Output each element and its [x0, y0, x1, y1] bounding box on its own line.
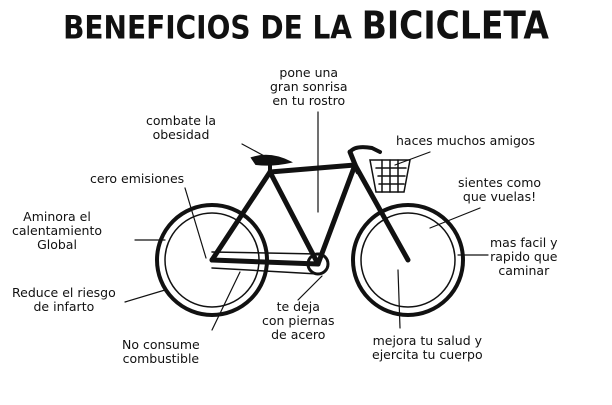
label-health: mejora tu salud y ejercita tu cuerpo	[372, 333, 483, 362]
basket	[369, 159, 411, 193]
label-emissions: cero emisiones	[90, 171, 185, 186]
front-wheel	[351, 203, 465, 317]
label-infarct: Reduce el riesgo de infarto	[12, 285, 116, 314]
title-part2: BICICLETA	[361, 2, 549, 48]
pointer-lines	[124, 111, 489, 331]
label-fly: sientes como que vuelas!	[458, 175, 542, 204]
frame	[209, 149, 411, 267]
handlebar	[348, 145, 382, 154]
label-friends: haces muchos amigos	[396, 133, 536, 148]
title: BENEFICIOS DE LA BICICLETA	[0, 5, 612, 49]
label-legs: te deja con piernas de acero	[262, 299, 335, 342]
label-obesity: combate la obesidad	[146, 113, 216, 142]
label-easier: mas facil y rapido que caminar	[490, 235, 558, 278]
chainring	[211, 251, 330, 276]
title-part1: BENEFICIOS DE LA	[63, 8, 362, 47]
label-fuel: No consume combustible	[122, 337, 200, 366]
label-warming: Aminora el calentamiento Global	[12, 209, 102, 252]
label-smile: pone una gran sonrisa en tu rostro	[270, 65, 348, 108]
